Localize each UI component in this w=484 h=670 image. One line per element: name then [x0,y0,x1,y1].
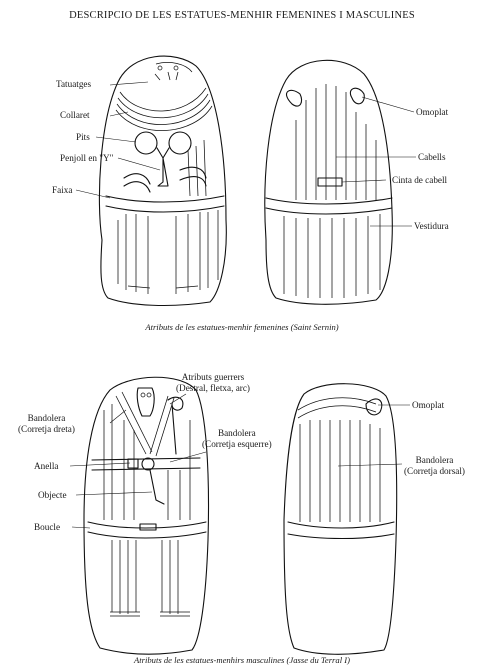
male-front-statue [84,377,209,654]
label-objecte: Objecte [38,490,67,501]
female-front-statue [99,56,226,305]
label-omoplat-m: Omoplat [412,400,444,411]
label-bandolera-dorsal: Bandolera (Corretja dorsal) [404,455,465,476]
male-back-statue [284,384,397,655]
label-vestidura: Vestidura [414,221,449,232]
label-tatuatges: Tatuatges [56,79,91,90]
label-atributs: Atributs guerrers (Destral, fletxa, arc) [176,372,250,393]
female-back-statue [265,60,392,304]
label-anella: Anella [34,461,59,472]
label-penjoll: Penjoll en "Y" [60,153,113,164]
male-caption: Atributs de les estatues-menhirs masculi… [0,655,484,665]
label-bandolera-esquerre: Bandolera (Corretja esquerre) [202,428,272,449]
label-cinta: Cinta de cabell [392,175,447,186]
label-cabells: Cabells [418,152,446,163]
label-omoplat-f: Omoplat [416,107,448,118]
label-collaret: Collaret [60,110,90,121]
female-caption: Atributs de les estatues-menhir femenine… [0,322,484,332]
label-boucle: Boucle [34,522,60,533]
label-pits: Pits [76,132,90,143]
label-faixa: Faixa [52,185,72,196]
label-bandolera-dreta: Bandolera (Corretja dreta) [18,413,75,434]
